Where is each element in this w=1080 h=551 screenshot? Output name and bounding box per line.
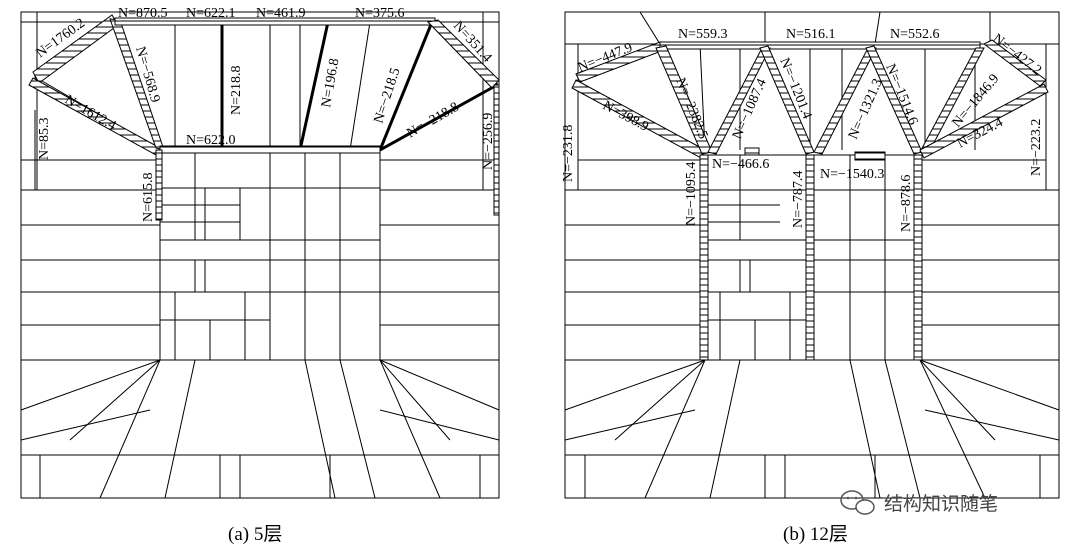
watermark-text: 结构知识随笔 — [884, 493, 998, 515]
label-a12: N=1612.4 — [62, 92, 118, 133]
label-b5: N=−427.2 — [990, 31, 1044, 78]
panel-b-plan: N=−447.9 N=559.3 N=516.1 N=552.6 N=−427.… — [561, 11, 1060, 499]
label-a5: N=375.6 — [355, 6, 405, 21]
member-a10 — [378, 21, 434, 151]
label-a15: N=615.8 — [141, 172, 156, 222]
label-b3: N=516.1 — [786, 27, 836, 42]
label-b2: N=559.3 — [678, 27, 728, 42]
panel-a-plan: N=1760.2 N=870.5 N=622.1 N=461.9 N=375.6… — [20, 6, 500, 499]
label-a2: N=870.5 — [118, 6, 168, 21]
caption-b: (b) 12层 — [783, 524, 848, 545]
label-b19: N=−787.4 — [791, 171, 806, 228]
label-a13: N=85.3 — [37, 117, 52, 160]
member-a8 — [298, 21, 330, 151]
watermark: 结构知识随笔 — [840, 490, 998, 515]
member-a11 — [379, 83, 498, 152]
hatched-belts-a — [28, 14, 500, 221]
label-a3: N=622.1 — [186, 6, 236, 21]
label-a8: N=196.8 — [319, 57, 342, 108]
label-a11: N=−218.8 — [405, 100, 462, 142]
hatched-belts-b — [571, 39, 1049, 361]
label-b15: N=−223.2 — [1029, 119, 1044, 176]
caption-a: (a) 5层 — [228, 524, 282, 545]
label-a16: N=−256.9 — [481, 113, 496, 170]
panel-a-outline — [20, 11, 500, 499]
label-a7: N=218.8 — [229, 65, 244, 115]
label-b4: N=552.6 — [890, 27, 940, 42]
label-a14: N=622.0 — [186, 133, 236, 148]
label-b17: N=−1540.3 — [820, 167, 884, 182]
label-b20: N=−878.6 — [899, 175, 914, 232]
label-a9: N=−218.5 — [372, 66, 404, 125]
wechat-icon — [840, 490, 875, 515]
label-b16: N=−466.6 — [712, 157, 769, 172]
panel-b-outline — [564, 11, 1060, 499]
label-a4: N=461.9 — [256, 6, 306, 21]
label-b8: N=−231.8 — [561, 125, 576, 182]
label-b18: N=−1095.4 — [684, 162, 699, 226]
label-b6: N=−2382.5 — [672, 76, 710, 141]
label-b7: N=398.9 — [600, 98, 651, 134]
